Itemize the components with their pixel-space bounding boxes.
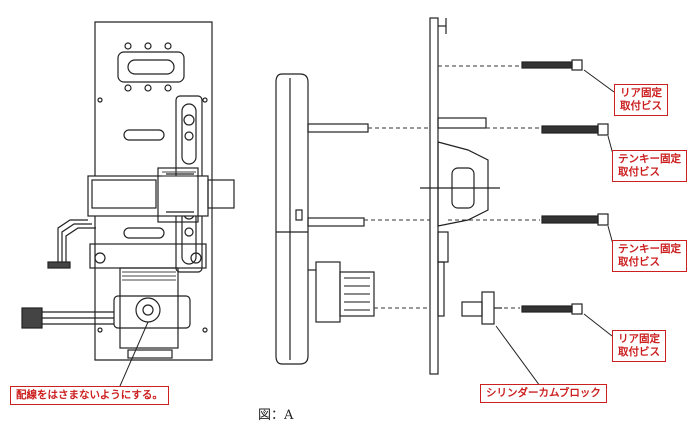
cylinder-cam-block-part <box>461 291 502 325</box>
label-tenkey-screw-bottom: テンキー固定 取付ビス <box>612 240 687 272</box>
rear-screw-top <box>521 59 583 71</box>
label-wiring-note: 配線をはさまないようにする。 <box>10 386 169 405</box>
label-cylinder-cam-block: シリンダーカムブロック <box>480 384 607 403</box>
hatching <box>122 171 196 281</box>
tenkey-screw-top <box>541 123 609 136</box>
rear-screw-bottom <box>521 303 583 315</box>
tenkey-screw-bottom <box>541 213 609 226</box>
figure-caption: 図：A <box>258 408 294 423</box>
inner-plate-profile <box>420 17 500 375</box>
label-rear-screw-bottom: リア固定 取付ビス <box>612 330 666 362</box>
back-plate <box>21 21 235 361</box>
leader-lines <box>119 69 615 387</box>
screws <box>461 59 609 325</box>
label-rear-screw-top: リア固定 取付ビス <box>614 84 668 116</box>
side-profile <box>275 73 375 365</box>
label-tenkey-screw-top: テンキー固定 取付ビス <box>612 150 687 182</box>
assembly-guides <box>364 65 540 309</box>
